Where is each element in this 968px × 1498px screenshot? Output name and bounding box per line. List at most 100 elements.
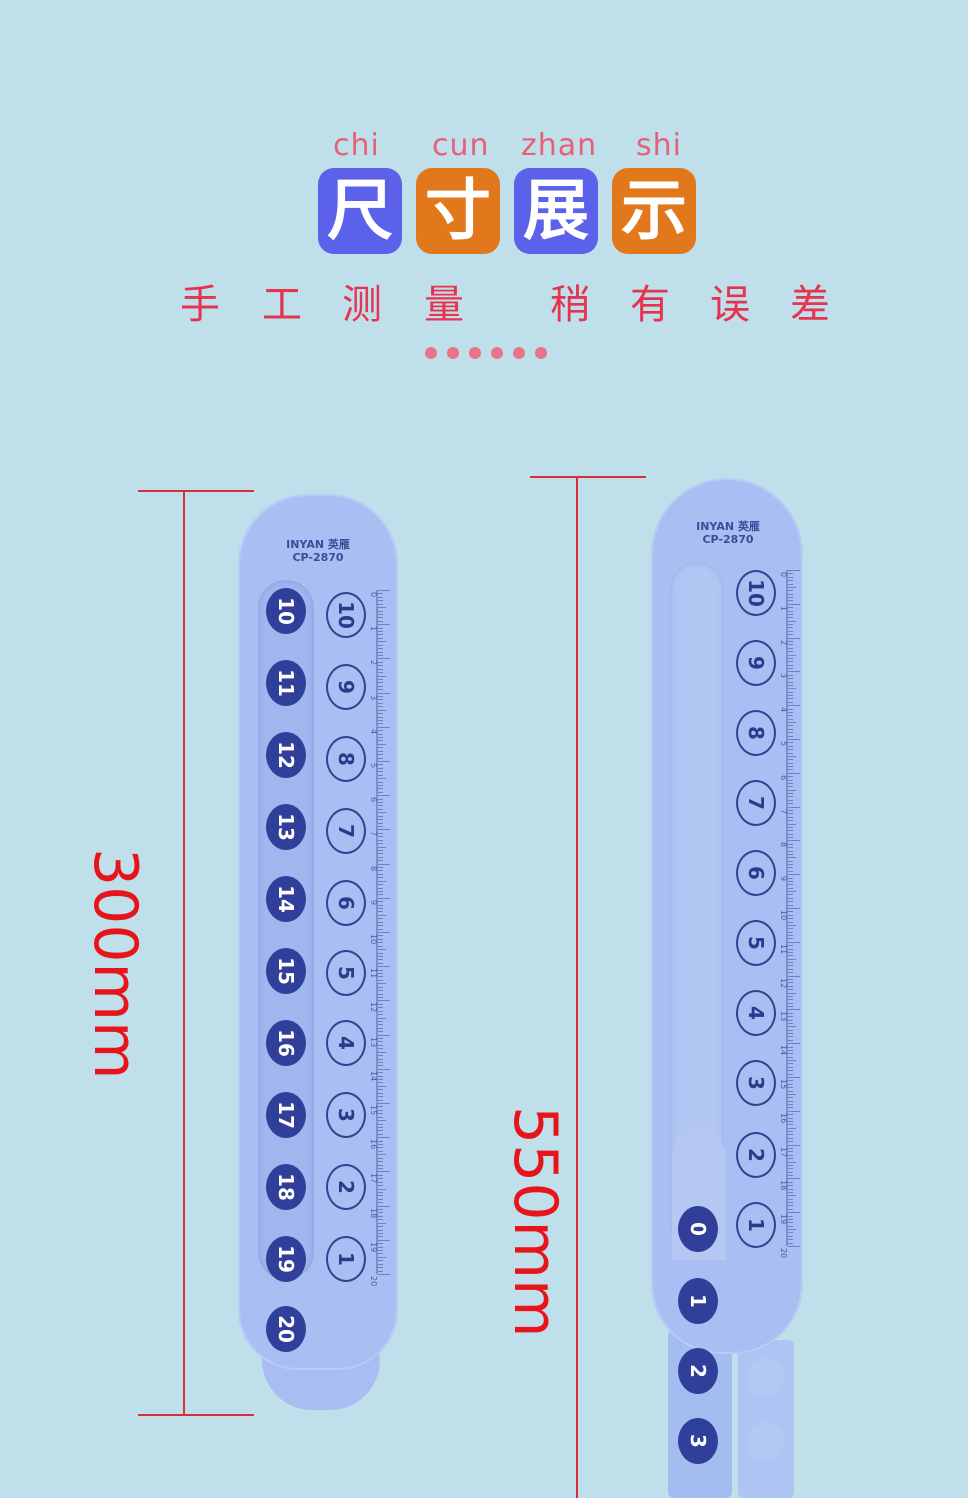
scale-tick <box>378 716 383 718</box>
scale-tick <box>788 867 793 869</box>
scale-tick <box>378 1250 383 1252</box>
scale-tick <box>378 925 383 927</box>
badge-light: 1 <box>736 1202 776 1248</box>
scale-number: 13 <box>779 1011 788 1022</box>
scale-tick <box>788 722 796 724</box>
scale-tick <box>788 830 793 832</box>
dimension-line-left <box>183 490 185 1416</box>
scale-tick <box>788 1127 796 1129</box>
scale-tick <box>378 1079 383 1081</box>
scale-tick <box>788 951 793 953</box>
scale-tick <box>788 576 793 578</box>
scale-tick <box>788 651 793 653</box>
scale-tick <box>788 962 793 964</box>
scale-tick <box>378 1167 383 1169</box>
badge-light: 1 <box>326 1236 366 1282</box>
scale-tick <box>788 1012 793 1014</box>
scale-number: 7 <box>779 808 788 814</box>
scale-tick <box>378 884 383 886</box>
scale-tick <box>788 617 793 619</box>
dimension-label-550: 550mm <box>500 1106 570 1338</box>
scale-tick <box>788 1070 793 1072</box>
scale-tick <box>378 658 390 660</box>
scale-tick <box>788 766 793 768</box>
scale-tick <box>788 1208 793 1210</box>
model-number: CP-2870 <box>702 533 754 546</box>
scale-tick <box>378 836 383 838</box>
scale-tick <box>788 661 793 663</box>
scale-tick <box>788 705 800 707</box>
scale-tick <box>788 1053 793 1055</box>
scale-tick <box>788 684 793 686</box>
scale-number: 3 <box>779 673 788 679</box>
scale-tick <box>788 779 793 781</box>
badge-dark: 13 <box>266 804 306 850</box>
scale-number: 19 <box>779 1214 788 1225</box>
scale-number: 17 <box>369 1173 378 1184</box>
scale-tick <box>788 573 793 575</box>
scale-tick <box>378 1007 383 1009</box>
title-char-1: 尺 <box>318 168 402 254</box>
scale-tick <box>788 853 793 855</box>
scale-number: 5 <box>369 763 378 769</box>
scale-tick <box>378 1164 383 1166</box>
scale-tick <box>378 617 383 619</box>
scale-tick <box>378 1096 383 1098</box>
scale-tick <box>378 1099 383 1101</box>
scale-tick <box>378 843 383 845</box>
scale-tick <box>788 880 793 882</box>
brand-logo: INYAN 英雁 CP-2870 <box>668 520 788 546</box>
scale-tick <box>788 1205 793 1207</box>
scale-tick <box>378 1256 386 1258</box>
badge-dark: 10 <box>266 588 306 634</box>
subtitle-char: 量 <box>424 282 464 328</box>
scale-tick <box>378 733 383 735</box>
badge-dark: 17 <box>266 1092 306 1138</box>
dot <box>491 347 503 359</box>
scale-tick <box>788 1026 796 1028</box>
scale-tick <box>378 1232 383 1234</box>
scale-number: 7 <box>369 831 378 837</box>
badge-light: 6 <box>736 850 776 896</box>
badge-light: 9 <box>736 640 776 686</box>
scale-tick <box>788 904 793 906</box>
scale-tick <box>378 819 383 821</box>
title-char-2: 寸 <box>416 168 500 254</box>
subtitle-char: 工 <box>262 282 302 328</box>
scale-tick <box>378 870 383 872</box>
scale-tick <box>788 782 793 784</box>
scale-tick <box>788 711 793 713</box>
scale-tick <box>378 723 383 725</box>
scale-tick <box>378 795 390 797</box>
scale-tick <box>378 1068 390 1070</box>
scale-tick <box>788 769 793 771</box>
scale-tick <box>378 1137 390 1139</box>
scale-tick <box>378 1263 383 1265</box>
scale-number: 9 <box>779 876 788 882</box>
scale-tick <box>378 1048 383 1050</box>
scale-tick <box>788 864 793 866</box>
scale-tick <box>788 894 793 896</box>
scale-tick <box>788 908 800 909</box>
scale-tick <box>378 890 383 892</box>
scale-tick <box>378 983 386 985</box>
scale-tick <box>788 847 793 849</box>
scale-tick <box>788 1016 793 1018</box>
scale-number: 6 <box>779 774 788 780</box>
scale-tick <box>788 701 793 703</box>
scale-tick <box>788 735 793 737</box>
scale-tick <box>788 759 793 761</box>
scale-tick <box>788 1147 793 1149</box>
subtitle-char: 有 <box>630 282 670 328</box>
scale-tick <box>788 1246 800 1247</box>
scale-tick <box>788 600 793 602</box>
scale-tick <box>788 776 793 778</box>
scale-tick <box>378 932 390 933</box>
scale-tick <box>788 1039 793 1041</box>
scale-tick <box>378 767 383 769</box>
scale-tick <box>788 674 793 676</box>
badge-light: 3 <box>326 1092 366 1138</box>
dot <box>535 347 547 359</box>
scale-tick <box>788 948 793 950</box>
